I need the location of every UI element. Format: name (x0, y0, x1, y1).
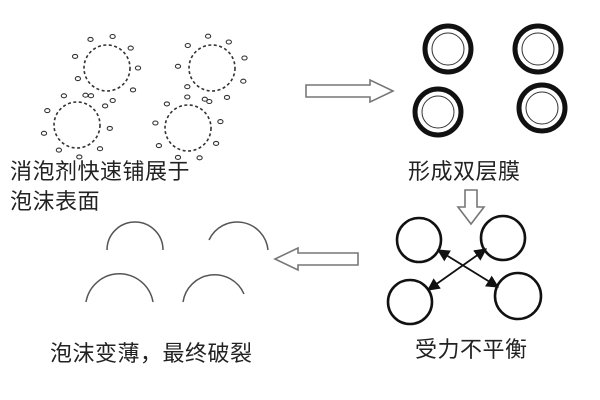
defoamer-droplet (212, 140, 220, 146)
defoamer-droplet (184, 94, 191, 100)
defoamer-droplet (241, 55, 248, 61)
defoamer-droplet (40, 130, 48, 136)
broken-bubbles (85, 221, 269, 303)
stressed-bubble (395, 216, 443, 264)
dotted-bubble (53, 101, 101, 149)
defoamer-droplet (87, 93, 95, 99)
defoamer-droplet (174, 154, 182, 160)
stressed-bubble (479, 214, 527, 262)
defoamer-droplet (101, 103, 109, 109)
caption-line: 消泡剂快速铺展于 (10, 160, 191, 185)
defoamer-droplet (184, 42, 191, 49)
defoamer-droplets (40, 33, 248, 161)
force-arrow (426, 248, 488, 291)
double-layer-bubbles (412, 23, 568, 138)
dotted-bubble (83, 44, 131, 92)
defoamer-droplet (60, 93, 68, 99)
stressed-bubble (493, 271, 543, 321)
defoamer-droplet (127, 45, 134, 51)
defoamer-droplet (74, 76, 82, 82)
unbalanced-force-bubbles (386, 214, 543, 326)
defoamer-droplet (174, 63, 182, 69)
broken-bubble-arc (106, 221, 164, 251)
double-layer-bubble (516, 82, 568, 134)
defoamer-droplet (96, 146, 104, 152)
defoamer-droplet (55, 147, 63, 153)
defoamer-droplet (82, 92, 89, 98)
caption-unbalanced-force: 受力不平衡 (415, 338, 528, 363)
defoamer-droplet (206, 98, 213, 105)
defoamer-droplet (134, 65, 142, 71)
broken-bubble-arc (208, 221, 269, 251)
dotted-bubble (188, 44, 236, 92)
defoamer-droplet (87, 36, 94, 42)
defoamer-droplet (196, 155, 203, 161)
defoamer-droplet (240, 78, 247, 84)
defoamer-droplet (223, 94, 231, 100)
broken-bubble-arc (85, 273, 154, 303)
defoamer-droplet (217, 119, 224, 125)
arrow-right (305, 78, 395, 104)
defoamer-droplet (163, 101, 171, 107)
defoamer-droplet (225, 39, 232, 45)
caption-double-layer-film: 形成双层膜 (408, 160, 521, 185)
defoamer-droplet (201, 96, 208, 102)
defoamer-droplet (184, 84, 191, 90)
bubbles-with-droplets (40, 33, 248, 161)
defoamer-droplet (129, 87, 137, 93)
defoamer-droplet (204, 33, 212, 39)
broken-bubble-arc (182, 273, 245, 303)
defoamer-droplet (106, 125, 113, 131)
defoamer-droplet (109, 97, 116, 104)
dotted-bubble (164, 104, 212, 152)
defoamer-droplet (76, 154, 83, 160)
arrow-down (456, 189, 486, 226)
defoamer-droplet (109, 33, 116, 40)
caption-line: 泡沫表面 (10, 190, 101, 215)
defoamer-droplet (152, 120, 159, 126)
caption-defoamer-spreads: 消泡剂快速铺展于 泡沫表面 (10, 158, 190, 218)
double-layer-bubble (422, 23, 474, 75)
defoamer-droplet (155, 143, 163, 149)
defoamer-droplet (44, 108, 51, 114)
stressed-bubble (386, 278, 434, 326)
defoamer-droplet (71, 53, 79, 59)
arrow-left (273, 246, 359, 272)
double-layer-bubble (412, 86, 464, 138)
caption-foam-thins-and-bursts: 泡沫变薄，最终破裂 (50, 342, 253, 367)
double-layer-bubble (512, 23, 564, 75)
